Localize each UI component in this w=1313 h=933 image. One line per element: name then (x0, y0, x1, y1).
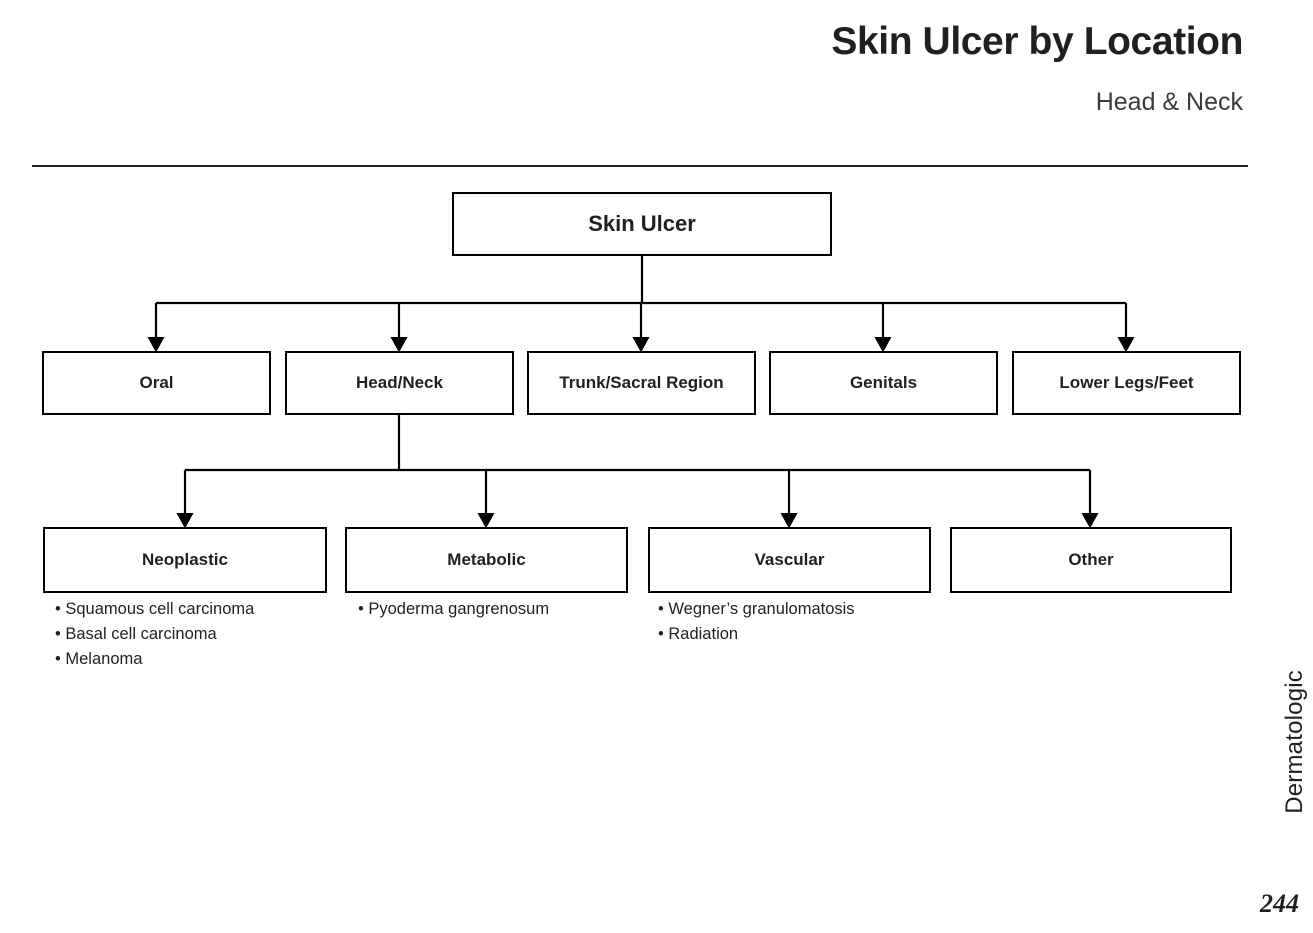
page-subtitle: Head & Neck (1095, 88, 1243, 116)
list-item: Squamous cell carcinoma (55, 597, 254, 622)
node-head-neck[interactable]: Head/Neck (285, 351, 514, 415)
node-lower-legs-feet[interactable]: Lower Legs/Feet (1012, 351, 1241, 415)
page-title: Skin Ulcer by Location (831, 20, 1243, 63)
node-other[interactable]: Other (950, 527, 1232, 593)
node-genitals[interactable]: Genitals (769, 351, 998, 415)
node-metabolic[interactable]: Metabolic (345, 527, 628, 593)
section-label: Dermatologic (1281, 670, 1308, 814)
list-item: Melanoma (55, 647, 254, 672)
node-trunk-sacral-region[interactable]: Trunk/Sacral Region (527, 351, 756, 415)
header-divider (32, 165, 1248, 167)
bullet-list-vascular: Wegner’s granulomatosis Radiation (658, 597, 855, 647)
node-neoplastic[interactable]: Neoplastic (43, 527, 327, 593)
node-oral[interactable]: Oral (42, 351, 271, 415)
bullet-list-metabolic: Pyoderma gangrenosum (358, 597, 549, 622)
list-item: Basal cell carcinoma (55, 622, 254, 647)
list-item: Pyoderma gangrenosum (358, 597, 549, 622)
bullet-list-neoplastic: Squamous cell carcinoma Basal cell carci… (55, 597, 254, 672)
list-item: Radiation (658, 622, 855, 647)
list-item: Wegner’s granulomatosis (658, 597, 854, 622)
page-number: 244 (1260, 889, 1299, 918)
node-skin-ulcer[interactable]: Skin Ulcer (452, 192, 832, 256)
node-vascular[interactable]: Vascular (648, 527, 931, 593)
